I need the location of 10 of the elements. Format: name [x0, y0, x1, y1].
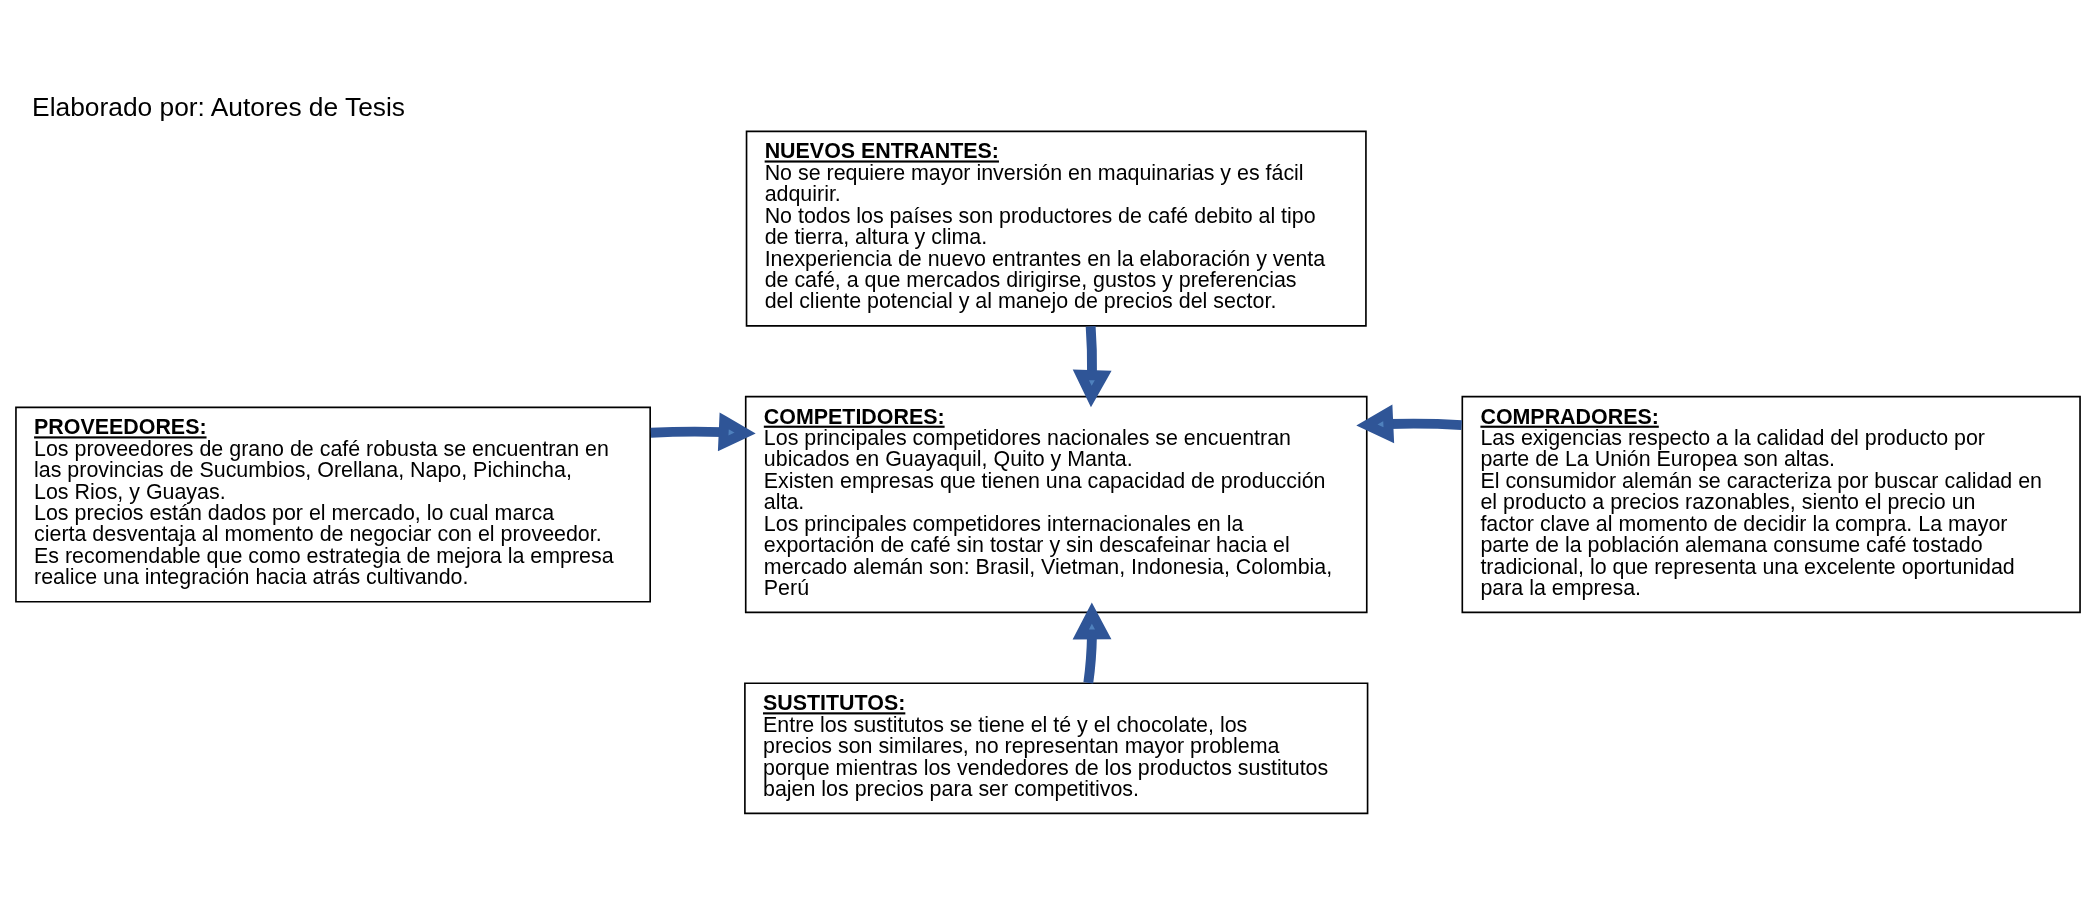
node-box: SUSTITUTOS: Entre los sustitutos se tiene el té y el chocolate, los precios son similares, no representan mayor problema porque mientras los vendedores de los productos sustitutos bajen los precios para ser competitivos. [744, 681, 1369, 814]
node-box: NUEVOS ENTRANTES: No se requiere mayor inversión en maquinarias y es fácil adquirir. No todos los países son productores de café debito al tipo de tierra, altura y clima. Inexperiencia de nuevo entrantes en la elaboración y venta de café, a que mercados dirigirse, gustos y preferencias del cliente potencial y al manejo de precios del sector. [745, 130, 1367, 327]
node-box: PROVEEDORES: Los proveedores de grano de café robusta se encuentran en las provincias de Sucumbios, Orellana, Napo, Pichincha, Los Rios, y Guayas. Los precios están dados por el mercado, lo cual marca cierta desventaja al momento de negociar con el proveedor. Es recomendable que como estrategia de mejora la empresa realice una integración hacia atrás cultivando. [15, 406, 651, 603]
node-box: COMPETIDORES: Los principales competidores nacionales se encuentran ubicados en Guayaquil, Quito y Manta. Existen empresas que tienen una capacidad de producción alta. Los principales competidores internacionales en la exportación de café sin tostar y sin descafeinar hacia el mercado alemán son: Brasil, Vietman, Indonesia, Colombia, Perú [744, 395, 1368, 613]
arrow [650, 412, 756, 451]
arrow [1072, 601, 1112, 684]
caption: Elaborado por: Autores de Tesis [32, 91, 406, 122]
arrow [1072, 325, 1112, 407]
arrow [1356, 403, 1462, 443]
node-box: COMPRADORES: Las exigencias respecto a la calidad del producto por parte de La Unión Europea son altas. El consumidor alemán se caracteriza por buscar calidad en el producto a precios razonables, siento el precio un factor clave al momento de decidir la compra. La mayor parte de la población alemana consume café tostado tradicional, lo que representa una excelente oportunidad para la empresa. [1461, 395, 2081, 613]
